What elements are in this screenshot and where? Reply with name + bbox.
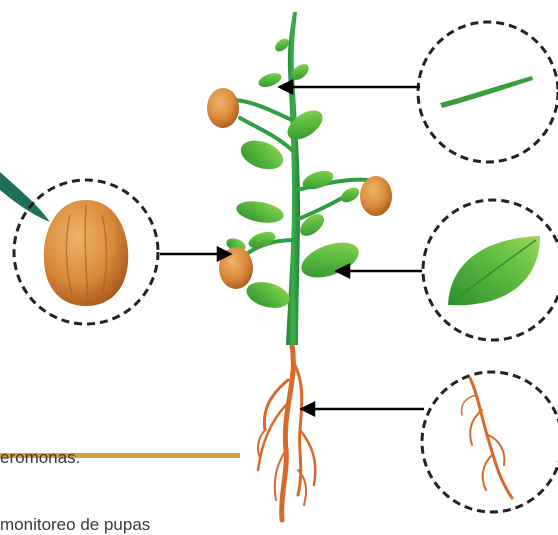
stem-icon bbox=[440, 76, 533, 108]
root-system-icon bbox=[258, 345, 315, 520]
walnut-icon bbox=[44, 200, 128, 306]
caption-line-1: eromonas. bbox=[0, 448, 80, 468]
caption-line-2: monitoreo de pupas bbox=[0, 515, 150, 535]
root-icon bbox=[462, 378, 512, 498]
